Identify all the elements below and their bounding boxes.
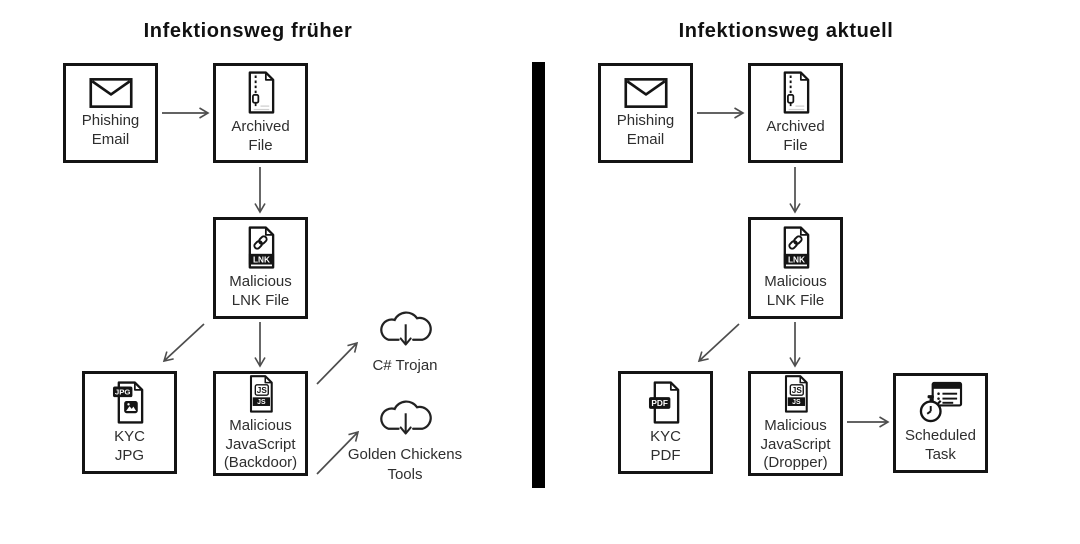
node-scheduled-task: Scheduled Task — [893, 373, 988, 473]
title-frueher: Infektionsweg früher — [143, 20, 353, 42]
email-icon — [623, 77, 668, 108]
jpg-file-icon: JPG — [112, 381, 144, 424]
node-malicious-lnk-frueher: LNK Malicious LNK File — [213, 217, 308, 319]
node-label: Archived File — [766, 118, 825, 154]
node-phishing-email-aktuell: Phishing Email — [598, 63, 693, 163]
edge-lnk-to-kyc-jpg — [162, 323, 205, 363]
js-file-icon: JS JS — [249, 375, 273, 413]
node-phishing-email-frueher: Phishing Email — [63, 63, 158, 163]
vertical-divider — [532, 62, 545, 488]
node-label: Phishing Email — [81, 111, 140, 148]
lnk-file-icon: LNK — [248, 226, 275, 269]
email-icon — [88, 77, 133, 108]
cloud-label: C# Trojan — [372, 357, 438, 374]
node-malicious-js-backdoor: JS JS Malicious JavaScript (Backdoor) — [213, 371, 308, 476]
node-malicious-lnk-aktuell: LNK Malicious LNK File — [748, 217, 843, 319]
scheduled-task-icon — [919, 382, 963, 423]
title-aktuell: Infektionsweg aktuell — [678, 20, 894, 42]
node-label: Phishing Email — [616, 111, 675, 148]
cloud-download-icon — [380, 400, 432, 435]
cloud-csharp-trojan: C# Trojan — [330, 301, 480, 376]
node-label: Scheduled Task — [905, 427, 976, 463]
node-label: Malicious JavaScript (Dropper) — [760, 416, 831, 472]
node-label: KYC JPG — [114, 427, 145, 464]
cloud-label: Golden Chickens Tools — [347, 446, 463, 483]
jpg-badge-label: JPG — [115, 387, 131, 396]
cloud-golden-chickens: Golden Chickens Tools — [330, 390, 480, 484]
node-label: Malicious LNK File — [229, 273, 292, 309]
node-archived-file-frueher: Archived File — [213, 63, 308, 163]
node-label: Malicious JavaScript (Backdoor) — [223, 416, 298, 472]
lnk-badge-label: LNK — [253, 256, 270, 265]
lnk-file-icon: LNK — [783, 226, 810, 269]
node-malicious-js-dropper: JS JS Malicious JavaScript (Dropper) — [748, 371, 843, 476]
node-label: Malicious LNK File — [764, 273, 827, 309]
js-inner-label: JS — [257, 386, 268, 395]
node-label: Archived File — [231, 118, 290, 154]
node-kyc-pdf: PDF KYC PDF — [618, 371, 713, 474]
pdf-badge-label: PDF — [651, 399, 668, 408]
zip-file-icon — [783, 71, 810, 114]
edge-lnk-to-kyc-pdf — [697, 323, 740, 363]
js-inner-label: JS — [792, 386, 803, 395]
js-badge-label: JS — [792, 399, 801, 406]
node-kyc-jpg: JPG KYC JPG — [82, 371, 177, 474]
lnk-badge-label: LNK — [788, 256, 805, 265]
cloud-download-icon — [380, 311, 432, 346]
zip-file-icon — [248, 71, 275, 114]
pdf-file-icon: PDF — [648, 381, 680, 424]
js-file-icon: JS JS — [784, 375, 808, 413]
node-archived-file-aktuell: Archived File — [748, 63, 843, 163]
node-label: KYC PDF — [650, 427, 681, 464]
js-badge-label: JS — [257, 399, 266, 406]
